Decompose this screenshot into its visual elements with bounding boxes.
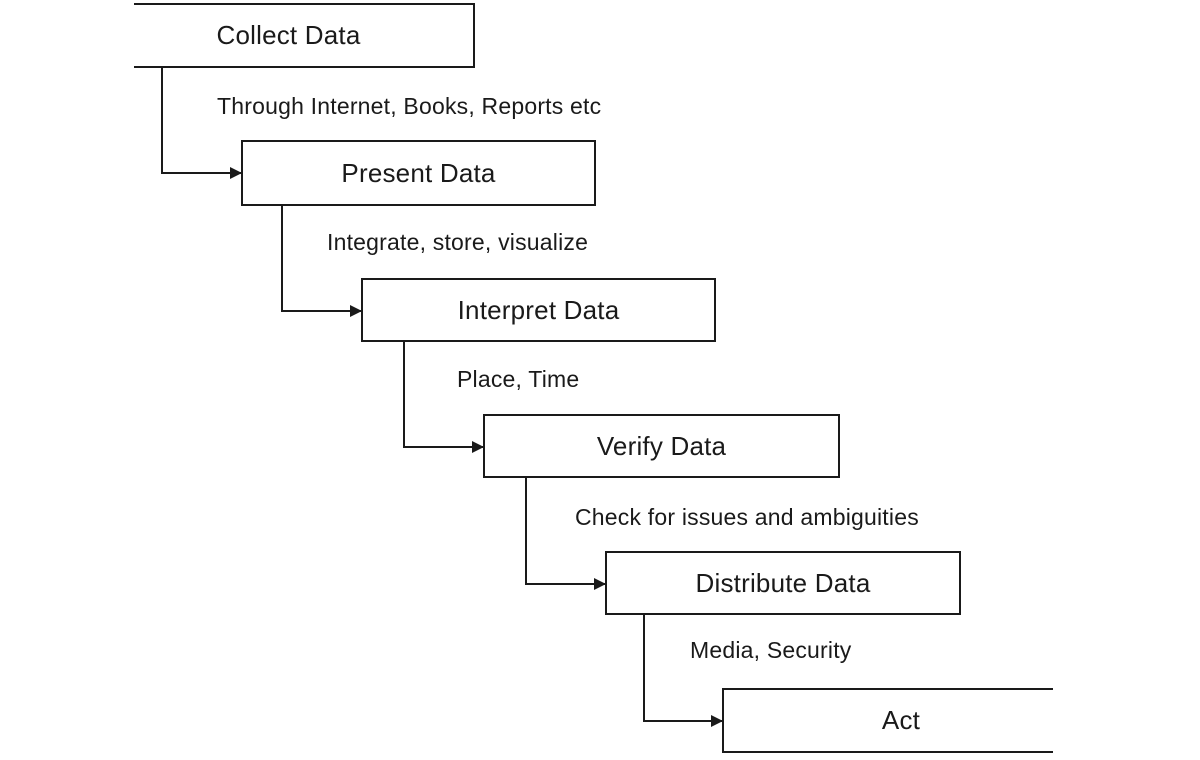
step-box-collect-data: Collect Data xyxy=(134,3,475,68)
connector-arrow-3 xyxy=(403,342,484,453)
step-label: Present Data xyxy=(341,157,496,188)
connector-arrow-2 xyxy=(281,206,362,317)
step-box-verify-data: Verify Data xyxy=(483,414,840,478)
transition-label-5: Media, Security xyxy=(690,637,852,663)
transition-label-1: Through Internet, Books, Reports etc xyxy=(217,93,602,119)
transition-label-2: Integrate, store, visualize xyxy=(327,229,589,255)
step-label: Verify Data xyxy=(596,430,727,461)
transition-label-4: Check for issues and ambiguities xyxy=(575,504,919,530)
transition-label-3: Place, Time xyxy=(457,366,580,392)
step-box-distribute-data: Distribute Data xyxy=(605,551,961,615)
step-box-act: Act xyxy=(722,688,1053,753)
step-label: Collect Data xyxy=(216,20,361,50)
connector-arrow-5 xyxy=(643,615,723,727)
step-label: Interpret Data xyxy=(457,294,620,325)
step-box-interpret-data: Interpret Data xyxy=(361,278,716,342)
connector-arrow-4 xyxy=(525,478,606,590)
step-label: Distribute Data xyxy=(695,567,871,598)
step-label: Act xyxy=(881,705,921,735)
connector-arrow-1 xyxy=(161,68,242,179)
step-box-present-data: Present Data xyxy=(241,140,596,206)
